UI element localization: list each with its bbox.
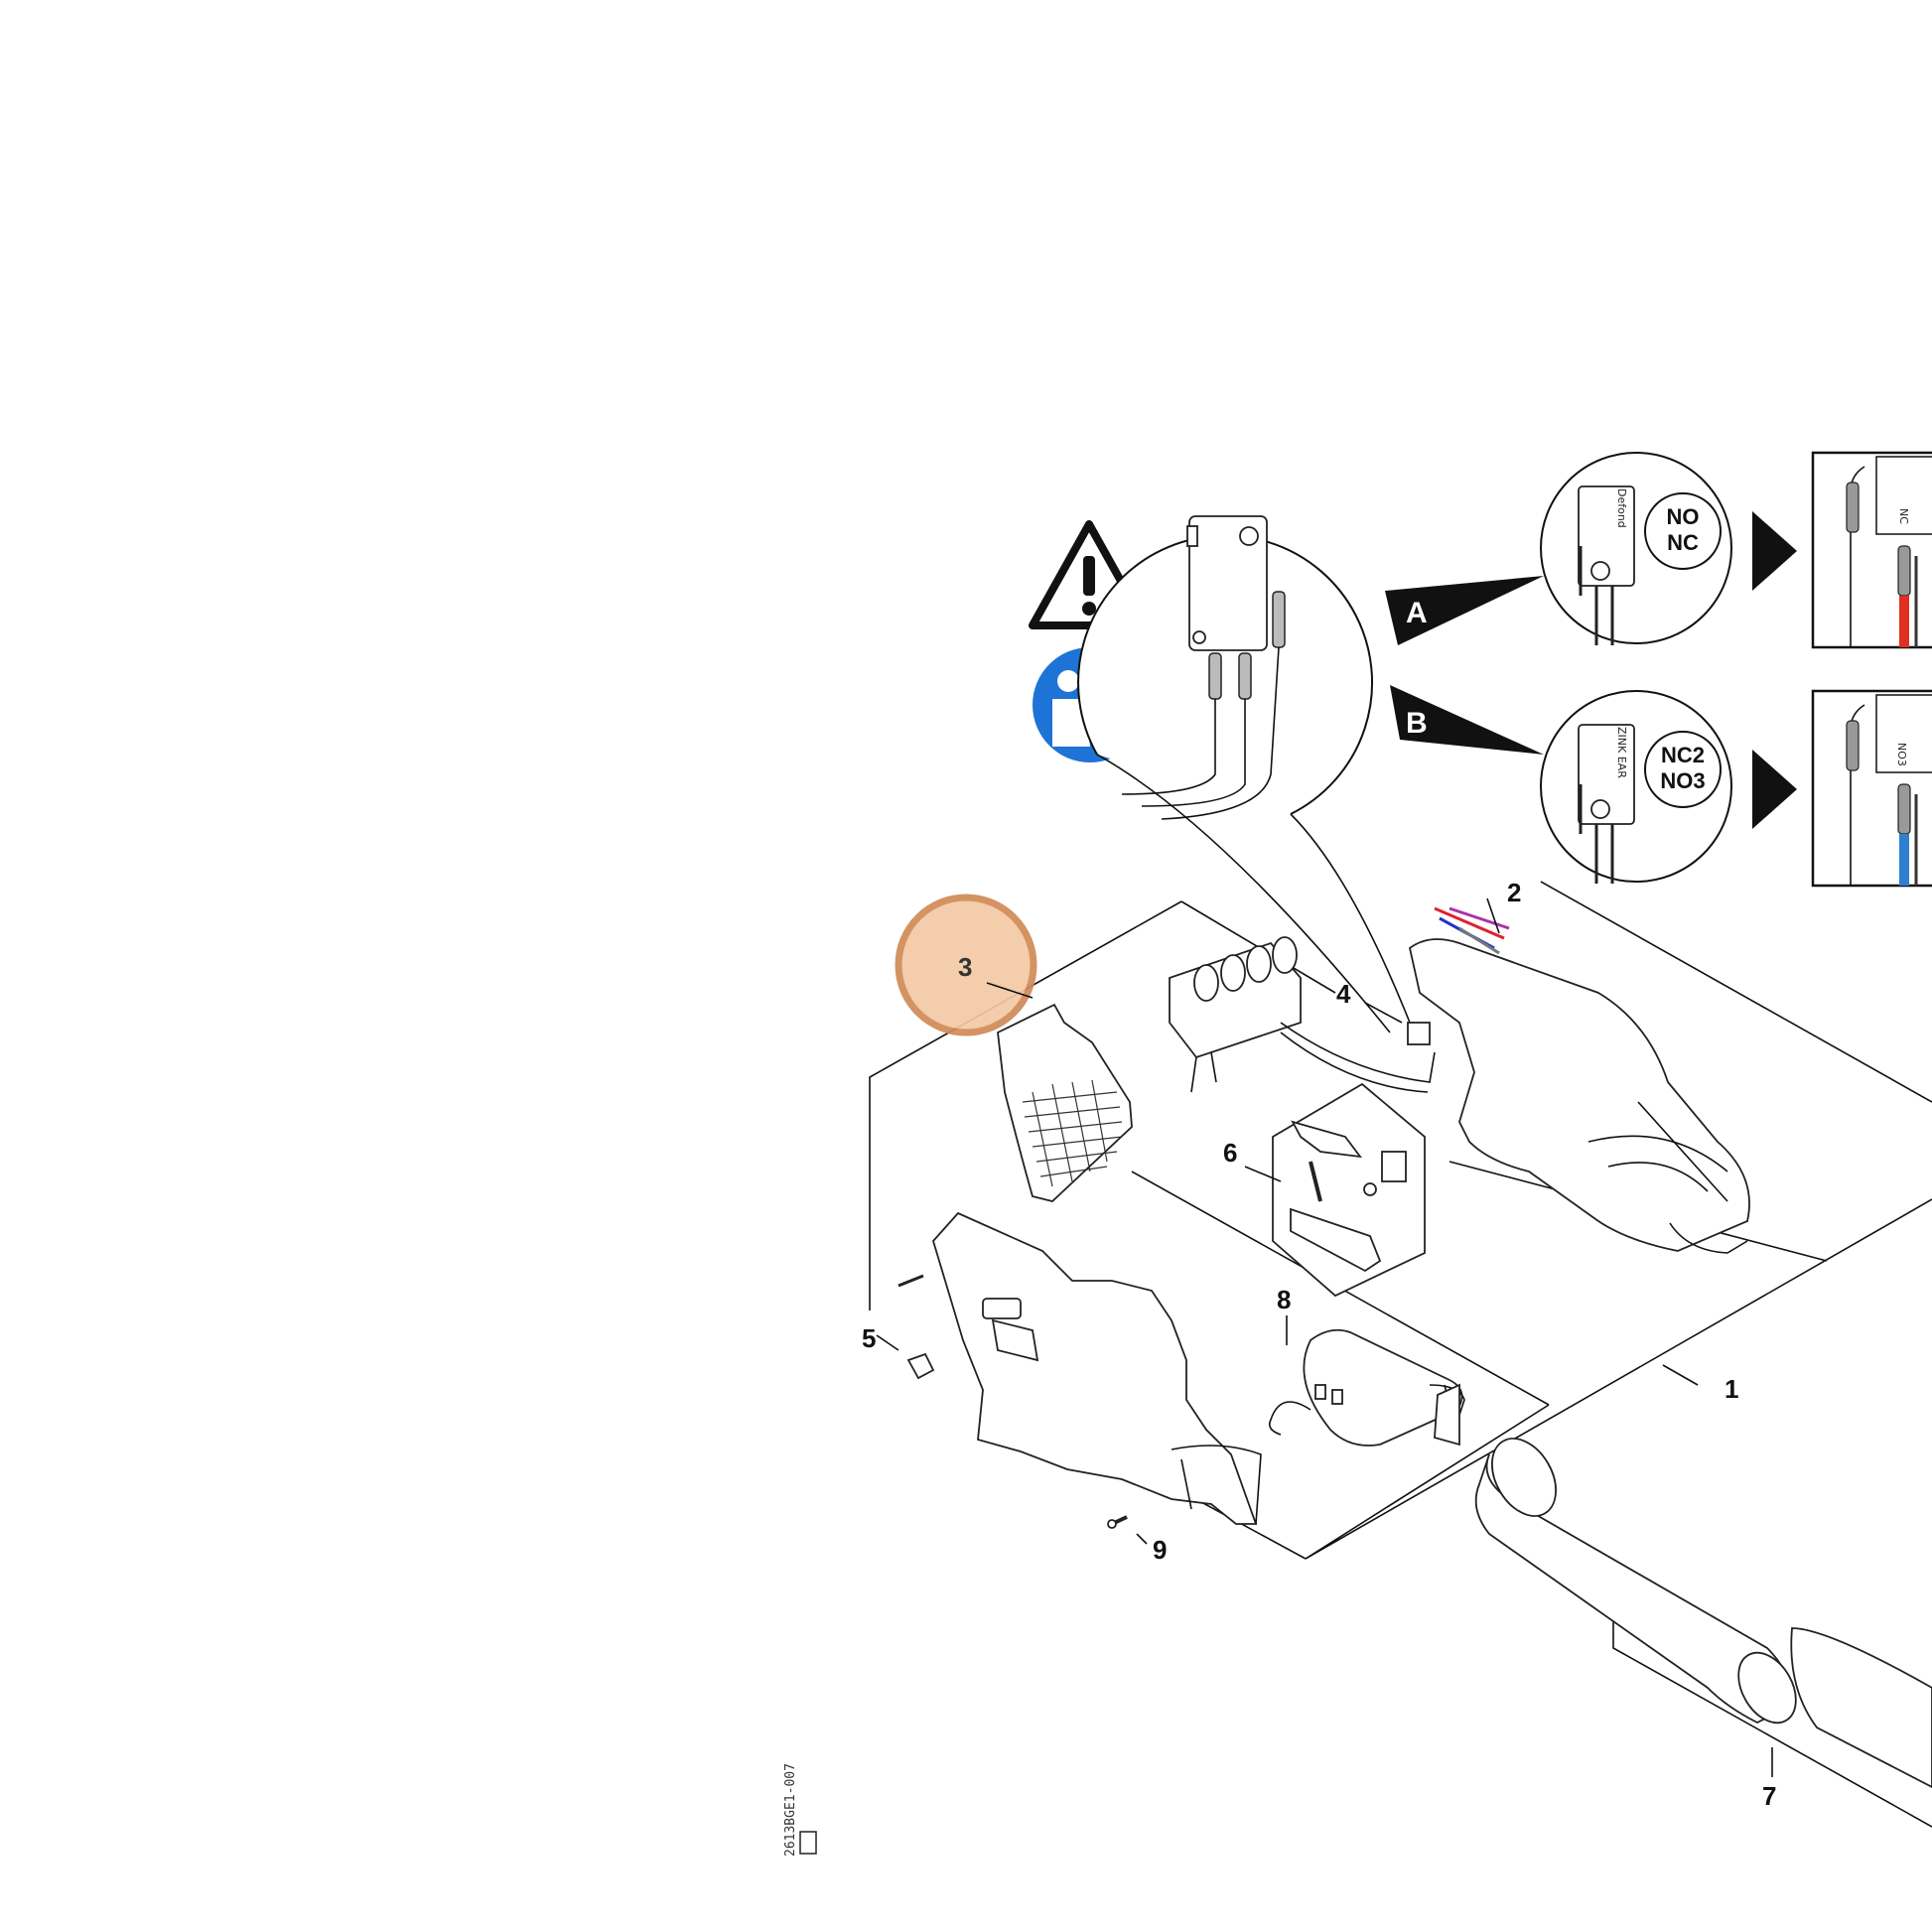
- callout-9: 9: [1153, 1535, 1167, 1565]
- variant-b-bubble-line2: NO3: [1660, 768, 1705, 793]
- callout-3[interactable]: 3: [958, 952, 972, 982]
- variant-a-red-wire: [1899, 596, 1909, 647]
- reference-box-icon: [799, 1831, 817, 1855]
- variant-b-blue-wire: [1899, 834, 1909, 886]
- variant-a-brand: Defond: [1615, 488, 1628, 528]
- callout-5: 5: [862, 1323, 876, 1353]
- part-5-housing-half: [897, 1211, 1262, 1525]
- part-1-housing-half: [1408, 938, 1750, 1254]
- variant-b-letter: B: [1406, 707, 1428, 740]
- callout-8: 8: [1277, 1285, 1291, 1314]
- highlight-circle[interactable]: [895, 894, 1037, 1036]
- callout-7: 7: [1762, 1781, 1776, 1811]
- variant-a-wire-label: NC: [1897, 508, 1910, 524]
- variant-a-bubble-line2: NC: [1667, 530, 1699, 555]
- part-6-trigger-kit: [1272, 1082, 1426, 1298]
- variant-a-arrow-icon: [1752, 511, 1797, 591]
- reference-code: 2613BGE1-007: [783, 1763, 798, 1857]
- part-9-screw: [1107, 1515, 1128, 1529]
- callout-4: 4: [1336, 979, 1351, 1009]
- variant-b-brand: ZINK EAR: [1615, 727, 1628, 778]
- leader-lines: [876, 897, 1773, 1777]
- variant-b-wire-label: NO3: [1895, 743, 1908, 766]
- switch-detail-magnifier: [1077, 515, 1411, 1034]
- variant-a-letter: A: [1406, 597, 1428, 629]
- variant-a-bubble-line1: NO: [1667, 504, 1700, 529]
- drawing-reference: 2613BGE1-007: [783, 1763, 817, 1857]
- part-2-screws: [1434, 906, 1510, 955]
- highlight-marker[interactable]: [895, 894, 1037, 1036]
- part-4-contact-block: [1169, 936, 1436, 1093]
- variant-b-bubble-line1: NC2: [1661, 743, 1705, 767]
- callout-6: 6: [1223, 1138, 1237, 1168]
- part-3-intake-grille: [997, 1003, 1133, 1202]
- variant-b-terminal-bubble: [1644, 731, 1722, 808]
- variant-a: A Defond NO NC NC: [1385, 451, 1932, 649]
- callout-1: 1: [1725, 1374, 1738, 1404]
- callout-labels: 1 2 3 4 5 6 7 8 9: [862, 878, 1776, 1811]
- variant-a-terminal-bubble: [1644, 492, 1722, 570]
- callout-2: 2: [1507, 878, 1521, 907]
- variant-b-arrow-icon: [1752, 750, 1797, 829]
- part-7-blower-tubes: [1474, 1438, 1932, 1789]
- part-8-motor: [1268, 1328, 1465, 1447]
- variant-b: B ZINK EAR NC2 NO3 NO3: [1390, 685, 1932, 888]
